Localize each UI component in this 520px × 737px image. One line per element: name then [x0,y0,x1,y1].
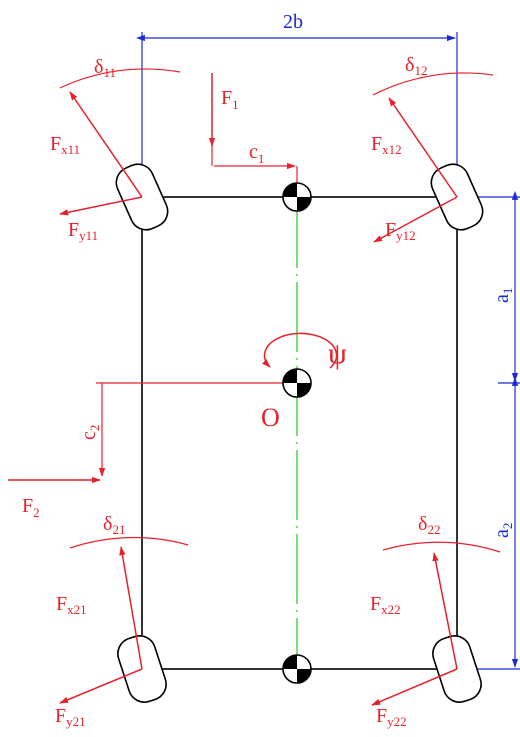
fy-11-label: Fy11 [68,219,98,243]
front-distance-label: a1 [491,288,515,303]
fy-12-label: Fy12 [385,219,416,243]
origin-label: O [261,403,280,432]
width-label: 2b [283,11,303,33]
delta-11-label: δ11 [94,56,116,80]
delta-22-label: δ22 [418,513,440,537]
yaw-label: ψ [328,337,347,370]
delta-12-label: δ12 [405,54,427,78]
fx-21-label: Fx21 [56,593,87,617]
rear-distance-label: a2 [491,523,515,538]
vehicle-body [141,196,458,670]
fy-22-label: Fy22 [376,705,407,729]
fx-22-label: Fx22 [370,593,401,617]
yaw-rotation: ψ O [261,332,347,432]
f2-label: F2 [22,495,40,520]
fx-12-label: Fx12 [371,133,402,157]
width-dimension: 2b [135,11,458,197]
wheel-22: δ22 Fx22 Fy22 [370,513,501,729]
c2-label: c2 [78,425,102,440]
delta-21-label: δ21 [103,513,125,537]
fy-21-label: Fy21 [55,705,86,729]
wheel-21: δ21 Fx21 Fy21 [55,513,189,729]
fx-11-label: Fx11 [50,133,80,157]
cg-symbol-rear [282,654,312,684]
cg-symbol-front [282,182,312,212]
wheel-12: δ12 Fx12 Fy12 [371,54,494,243]
cg-symbol-center [282,368,312,398]
force-f1: F1 c1 [208,73,298,185]
length-dimension: a1 a2 [457,190,520,670]
c1-label: c1 [249,141,264,166]
f1-label: F1 [221,87,239,112]
force-f2: c2 F2 [8,382,288,520]
wheel-11: δ11 Fx11 Fy11 [50,56,181,243]
